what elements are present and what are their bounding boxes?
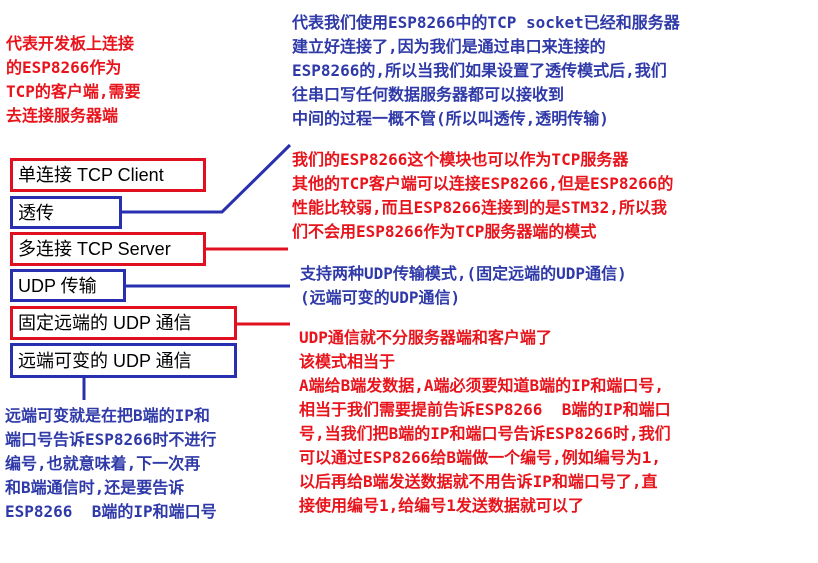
mode-label: 多连接 TCP Server bbox=[18, 239, 171, 259]
mode-label: UDP 传输 bbox=[18, 275, 97, 296]
client-note: 代表开发板上连接 的ESP8266作为 TCP的客户端,需要 去连接服务器端 bbox=[6, 34, 141, 125]
mode-passthrough: 透传 bbox=[10, 196, 122, 229]
mode-variable-udp: 远端可变的 UDP 通信 bbox=[10, 343, 237, 378]
mode-label: 固定远端的 UDP 通信 bbox=[18, 313, 192, 333]
server-note: 我们的ESP8266这个模块也可以作为TCP服务器 其他的TCP客户端可以连接E… bbox=[292, 150, 674, 241]
mode-fixed-udp: 固定远端的 UDP 通信 bbox=[10, 306, 237, 340]
mode-tcp-server: 多连接 TCP Server bbox=[10, 232, 206, 266]
mode-udp: UDP 传输 bbox=[10, 269, 126, 302]
udp-note: 支持两种UDP传输模式,(固定远端的UDP通信) (远端可变的UDP通信) bbox=[300, 264, 627, 307]
fixed-udp-note: UDP通信就不分服务器端和客户端了 该模式相当于 A端给B端发数据,A端必须要知… bbox=[299, 328, 671, 515]
mode-tcp-client: 单连接 TCP Client bbox=[10, 158, 206, 192]
passthrough-note: 代表我们使用ESP8266中的TCP socket已经和服务器 建立好连接了,因… bbox=[292, 13, 680, 128]
mode-label: 单连接 TCP Client bbox=[18, 165, 164, 185]
mode-label: 远端可变的 UDP 通信 bbox=[18, 350, 192, 371]
variable-udp-note: 远端可变就是在把B端的IP和 端口号告诉ESP8266时不进行 编号,也就意味着… bbox=[5, 406, 217, 521]
mode-label: 透传 bbox=[18, 202, 54, 223]
